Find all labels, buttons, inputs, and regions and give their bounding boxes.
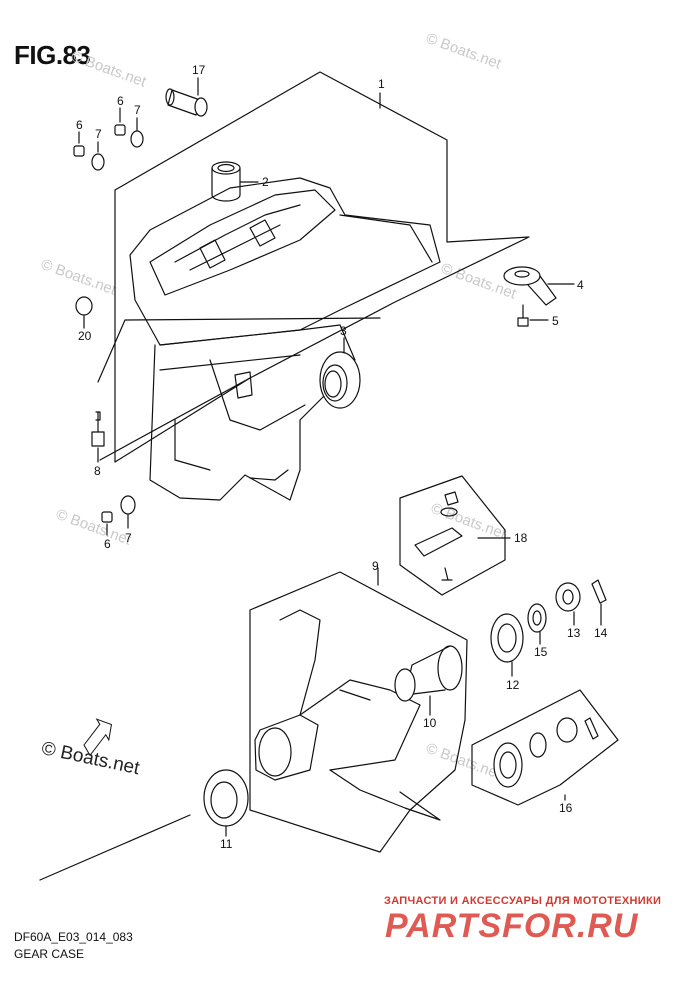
cotter-pin-part (591, 579, 607, 626)
callout-15: 15 (534, 645, 548, 659)
callout-13: 13 (567, 626, 581, 640)
diagram-code: DF60A_E03_014_083 (14, 930, 133, 944)
callout-12: 12 (506, 678, 520, 692)
upper-bolt-washer-right (114, 107, 144, 148)
callout-6: 6 (104, 537, 111, 551)
oil-seal-part (319, 337, 361, 409)
callout-11: 11 (220, 837, 233, 851)
diagram-subtitle: GEAR CASE (14, 947, 85, 961)
callout-10: 10 (423, 716, 437, 730)
callout-16: 16 (559, 801, 573, 815)
callout-7: 7 (125, 531, 132, 545)
watermark-text: © Boats.net (54, 506, 134, 549)
figure-title: FIG.83 (14, 40, 91, 70)
callout-2: 2 (262, 175, 269, 189)
callout-4: 4 (577, 278, 584, 292)
callout-14: 14 (594, 626, 608, 640)
callout-3: 3 (340, 324, 347, 338)
plug-part (75, 296, 93, 329)
lower-bolt-washer (101, 495, 136, 536)
trim-tab-part (503, 266, 575, 306)
brand-logo: PARTSFOR.RU (385, 907, 639, 945)
callout-7: 7 (95, 127, 102, 141)
watermark-text: © Boats.net (424, 30, 504, 73)
callout-8: 8 (94, 464, 101, 478)
watermark-text: © Boats.net (424, 740, 504, 783)
upper-bolt-washer-left (73, 131, 105, 171)
callout-labels: 1 2 3 4 5 6 6 6 7 7 7 8 9 10 11 12 13 14… (76, 63, 608, 851)
gear-case-group-outline (114, 71, 530, 463)
callout-9: 9 (372, 559, 379, 573)
bracket-group (399, 475, 511, 596)
propeller-hardware-kit (471, 689, 619, 806)
tube-seal-part (165, 77, 208, 117)
thrust-bushing-part (39, 769, 249, 881)
callout-5: 5 (552, 314, 559, 328)
brand-tagline: ЗАПЧАСТИ И АКСЕССУАРЫ ДЛЯ МОТОТЕХНИКИ (384, 895, 662, 907)
callout-17: 17 (192, 63, 206, 77)
trim-tab-bolt (517, 304, 549, 327)
bushing-part (211, 161, 259, 202)
callout-18: 18 (514, 531, 528, 545)
callout-20: 20 (78, 329, 92, 343)
watermark-text: © Boats.net (69, 48, 149, 91)
gear-case-housing (129, 177, 441, 501)
stud-bolt-part (91, 317, 381, 463)
callout-6: 6 (76, 118, 83, 132)
forward-arrow-icon (83, 718, 113, 757)
propeller-group (249, 567, 468, 853)
watermark-text: © Boats.net (39, 256, 119, 299)
callout-7: 7 (134, 103, 141, 117)
spacer-part (394, 645, 463, 716)
callout-1: 1 (378, 77, 385, 91)
thrust-washer-part (490, 613, 524, 677)
washer-part (527, 603, 547, 645)
callout-6: 6 (117, 94, 124, 108)
castle-nut-part (555, 582, 581, 626)
